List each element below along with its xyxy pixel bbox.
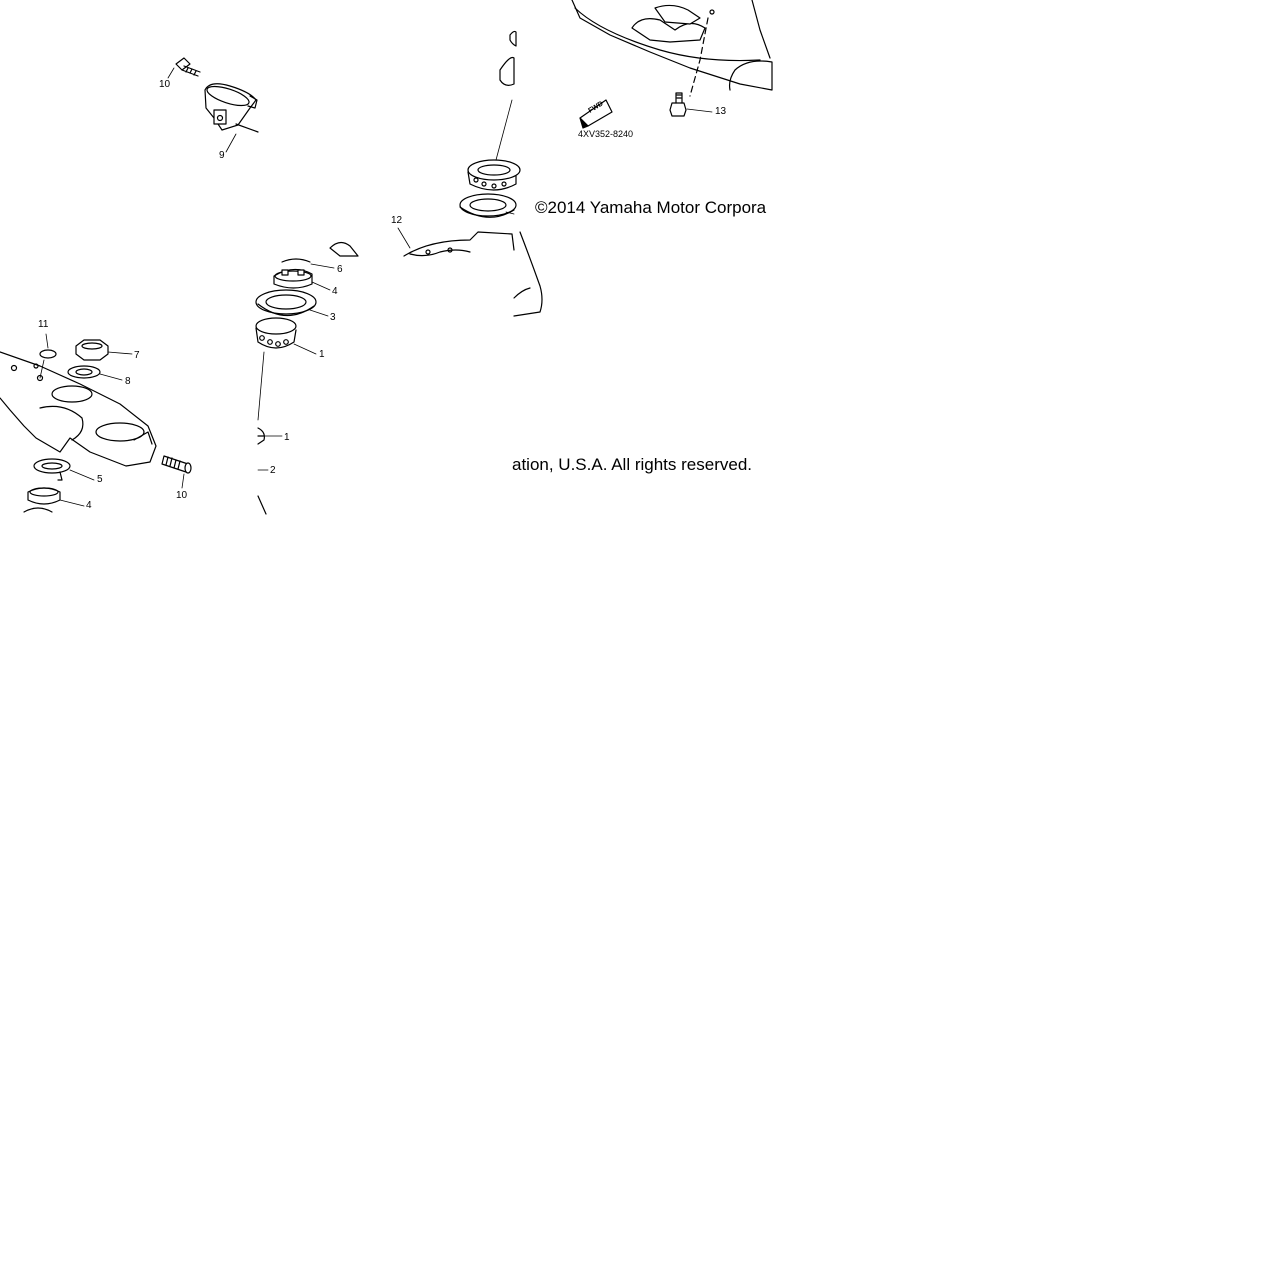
- part-code: 4XV352-8240: [578, 129, 634, 139]
- callout-9: 9: [219, 150, 225, 161]
- bearing-upper: [467, 159, 521, 191]
- callout-12: 12: [391, 215, 403, 226]
- callout-11: 11: [38, 319, 49, 330]
- callout-6: 6: [337, 264, 343, 275]
- callout-4-mid: 4: [332, 286, 338, 297]
- race-upper: [459, 193, 517, 218]
- bolt-10-top: [167, 57, 201, 79]
- callout-4-low: 4: [86, 500, 92, 511]
- callout-5: 5: [97, 474, 103, 485]
- nut-4-low: [23, 487, 85, 513]
- stem-axis: [495, 99, 513, 161]
- nut-7: [75, 339, 133, 361]
- frame-head-12: [397, 227, 543, 317]
- callout-8: 8: [125, 376, 131, 387]
- callout-10-low: 10: [176, 490, 188, 501]
- bolt-10-low: [161, 455, 192, 489]
- callout-13: 13: [715, 106, 727, 117]
- callout-2: 2: [270, 465, 276, 476]
- washer-8: [67, 365, 123, 381]
- upper-bracket: [571, 0, 773, 97]
- bolt-13: [669, 92, 713, 117]
- stack-lower: [257, 427, 283, 515]
- callout-10-top: 10: [159, 79, 171, 90]
- lower-bracket: [0, 333, 157, 467]
- callout-1-low: 1: [284, 432, 290, 443]
- copyright-text-part2: ation, U.S.A. All rights reserved.: [512, 455, 752, 474]
- callout-3: 3: [330, 312, 336, 323]
- callout-7: 7: [134, 350, 140, 361]
- copyright-text-part1: ©2014 Yamaha Motor Corpora: [535, 198, 767, 217]
- stack-middle: [255, 241, 359, 421]
- callout-1-mid: 1: [319, 349, 325, 360]
- plate-5: [33, 458, 95, 481]
- fwd-arrow-icon: [579, 99, 613, 129]
- clamp-9: [204, 83, 259, 153]
